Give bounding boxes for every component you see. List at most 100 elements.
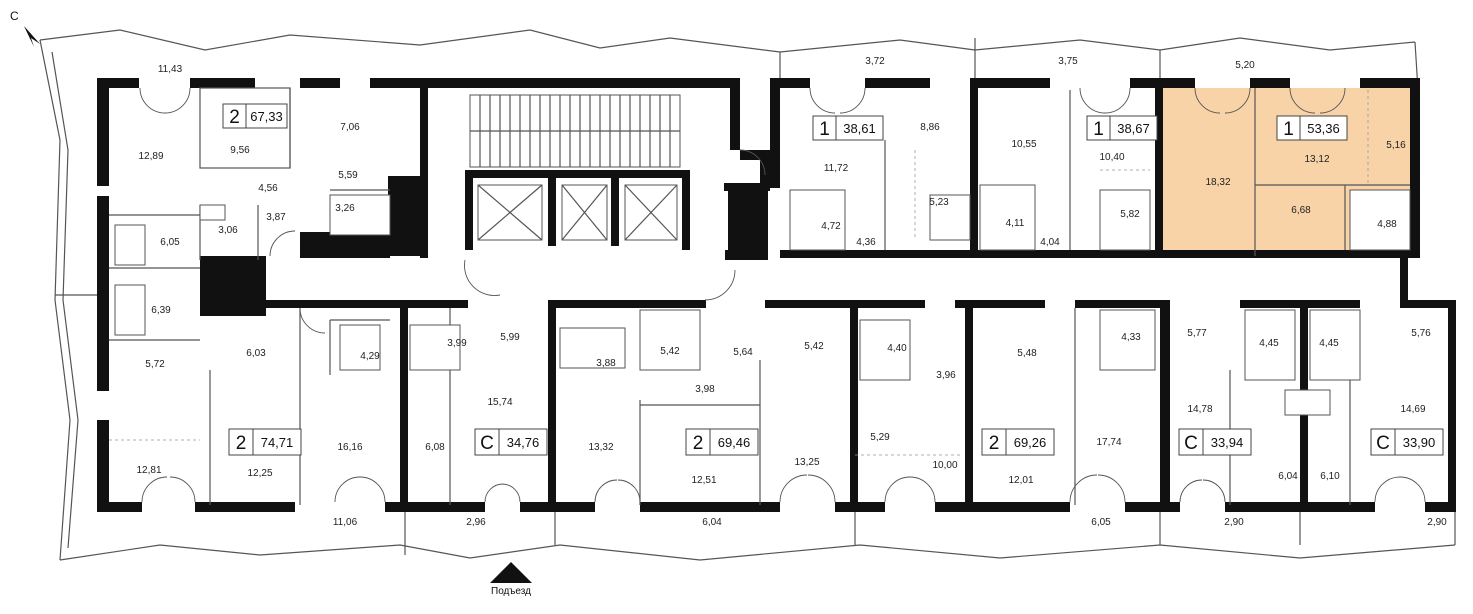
- room-area: 14,69: [1400, 404, 1425, 415]
- room-area: 11,72: [824, 163, 849, 174]
- apartment-rooms: С: [1184, 433, 1198, 454]
- room-area: 5,99: [500, 332, 520, 343]
- apartment-area: 69,26: [1014, 435, 1047, 450]
- apartment-badge[interactable]: С 33,94: [1178, 428, 1252, 456]
- apartment-badge[interactable]: 1 38,67: [1086, 115, 1158, 141]
- room-area: 13,12: [1304, 154, 1329, 165]
- room-area: 6,39: [151, 305, 171, 316]
- room-area: 4,56: [258, 183, 278, 194]
- apartment-rooms: 1: [819, 119, 830, 140]
- apartment-badges: 2 67,33 1 38,61 1 38,67 1 53,36 2 74,71: [222, 103, 1444, 456]
- apartment-area: 33,94: [1211, 435, 1244, 450]
- room-area: 5,42: [804, 341, 824, 352]
- room-area: 6,68: [1291, 205, 1311, 216]
- room-area: 9,56: [230, 145, 250, 156]
- apartment-badge[interactable]: 2 74,71: [228, 428, 302, 456]
- room-area: 16,16: [337, 442, 362, 453]
- north-arrow-icon: [24, 26, 40, 47]
- apartment-badge[interactable]: С 34,76: [474, 428, 548, 456]
- room-area: 2,90: [1427, 517, 1447, 528]
- room-area: 4,33: [1121, 332, 1141, 343]
- apartment-rooms: 2: [693, 433, 704, 454]
- room-area: 4,88: [1377, 219, 1397, 230]
- entrance-arrow-icon: [490, 562, 532, 583]
- room-area: 10,40: [1099, 152, 1124, 163]
- room-area: 5,29: [870, 432, 890, 443]
- apartment-area: 69,46: [718, 435, 751, 450]
- room-area: 2,90: [1224, 517, 1244, 528]
- apartment-badge[interactable]: С 33,90: [1370, 428, 1444, 456]
- walls: [97, 78, 1456, 512]
- room-area: 5,77: [1187, 328, 1207, 339]
- doors: [139, 87, 1426, 503]
- apartment-area: 53,36: [1307, 121, 1340, 136]
- room-area: 13,32: [588, 442, 613, 453]
- room-area: 5,76: [1411, 328, 1431, 339]
- fixtures: [114, 184, 1411, 416]
- apartment-badge[interactable]: 2 69,26: [981, 428, 1055, 456]
- apartment-badge[interactable]: 1 38,61: [812, 115, 884, 141]
- room-area: 5,42: [660, 346, 680, 357]
- apartment-area: 67,33: [250, 109, 283, 124]
- room-area: 11,06: [333, 517, 358, 528]
- apartment-badge[interactable]: 1 53,36: [1276, 115, 1348, 141]
- room-area: 5,23: [929, 197, 949, 208]
- room-area: 3,26: [335, 203, 355, 214]
- room-area: 6,04: [702, 517, 722, 528]
- partitions: [109, 87, 1410, 505]
- room-area: 3,87: [266, 212, 286, 223]
- room-area: 3,75: [1058, 56, 1078, 67]
- entrance-marker: Подъезд: [490, 562, 532, 597]
- apartment-badge[interactable]: 2 67,33: [222, 103, 288, 129]
- terrace-outline: [39, 29, 1456, 561]
- room-area: 4,40: [887, 343, 907, 354]
- room-area: 3,96: [936, 370, 956, 381]
- room-area: 3,88: [596, 358, 616, 369]
- room-area: 12,25: [247, 468, 272, 479]
- room-area: 5,82: [1120, 209, 1140, 220]
- core: [469, 94, 681, 241]
- apartment-rooms: 1: [1093, 119, 1104, 140]
- room-area: 12,51: [691, 475, 716, 486]
- apartment-rooms: 2: [236, 433, 247, 454]
- room-area: 15,74: [487, 397, 512, 408]
- room-area: 17,74: [1096, 437, 1121, 448]
- room-area: 4,29: [360, 351, 380, 362]
- room-area: 4,04: [1040, 237, 1060, 248]
- room-area: 6,03: [246, 348, 266, 359]
- room-area: 13,25: [794, 457, 819, 468]
- apartment-rooms: С: [1376, 433, 1390, 454]
- room-area: 3,72: [865, 56, 885, 67]
- apartment-area: 74,71: [261, 435, 294, 450]
- room-area: 14,78: [1187, 404, 1212, 415]
- room-area: 5,72: [145, 359, 165, 370]
- apartment-area: 34,76: [507, 435, 540, 450]
- room-area: 11,43: [158, 64, 183, 75]
- room-area: 6,04: [1278, 471, 1298, 482]
- room-area: 3,99: [447, 338, 467, 349]
- room-area: 3,98: [695, 384, 715, 395]
- room-area: 5,64: [733, 347, 753, 358]
- apartment-rooms: 2: [989, 433, 1000, 454]
- apartment-rooms: 1: [1283, 119, 1294, 140]
- apartment-badge[interactable]: 2 69,46: [685, 428, 759, 456]
- room-area: 5,59: [338, 170, 358, 181]
- apartment-rooms: 2: [229, 107, 240, 128]
- room-area: 12,81: [136, 465, 161, 476]
- room-area: 4,45: [1319, 338, 1339, 349]
- room-area: 4,45: [1259, 338, 1279, 349]
- room-area: 6,05: [1091, 517, 1111, 528]
- apartment-area: 33,90: [1403, 435, 1436, 450]
- room-area: 6,05: [160, 237, 180, 248]
- room-area: 7,06: [340, 122, 360, 133]
- apartment-area: 38,67: [1117, 121, 1150, 136]
- room-area: 5,20: [1235, 60, 1255, 71]
- room-area: 4,11: [1006, 218, 1025, 229]
- apartment-area: 38,61: [843, 121, 876, 136]
- room-area: 2,96: [466, 517, 486, 528]
- room-area: 12,89: [138, 151, 163, 162]
- room-area: 4,72: [821, 221, 841, 232]
- room-area: 3,06: [218, 225, 238, 236]
- room-area: 12,01: [1008, 475, 1033, 486]
